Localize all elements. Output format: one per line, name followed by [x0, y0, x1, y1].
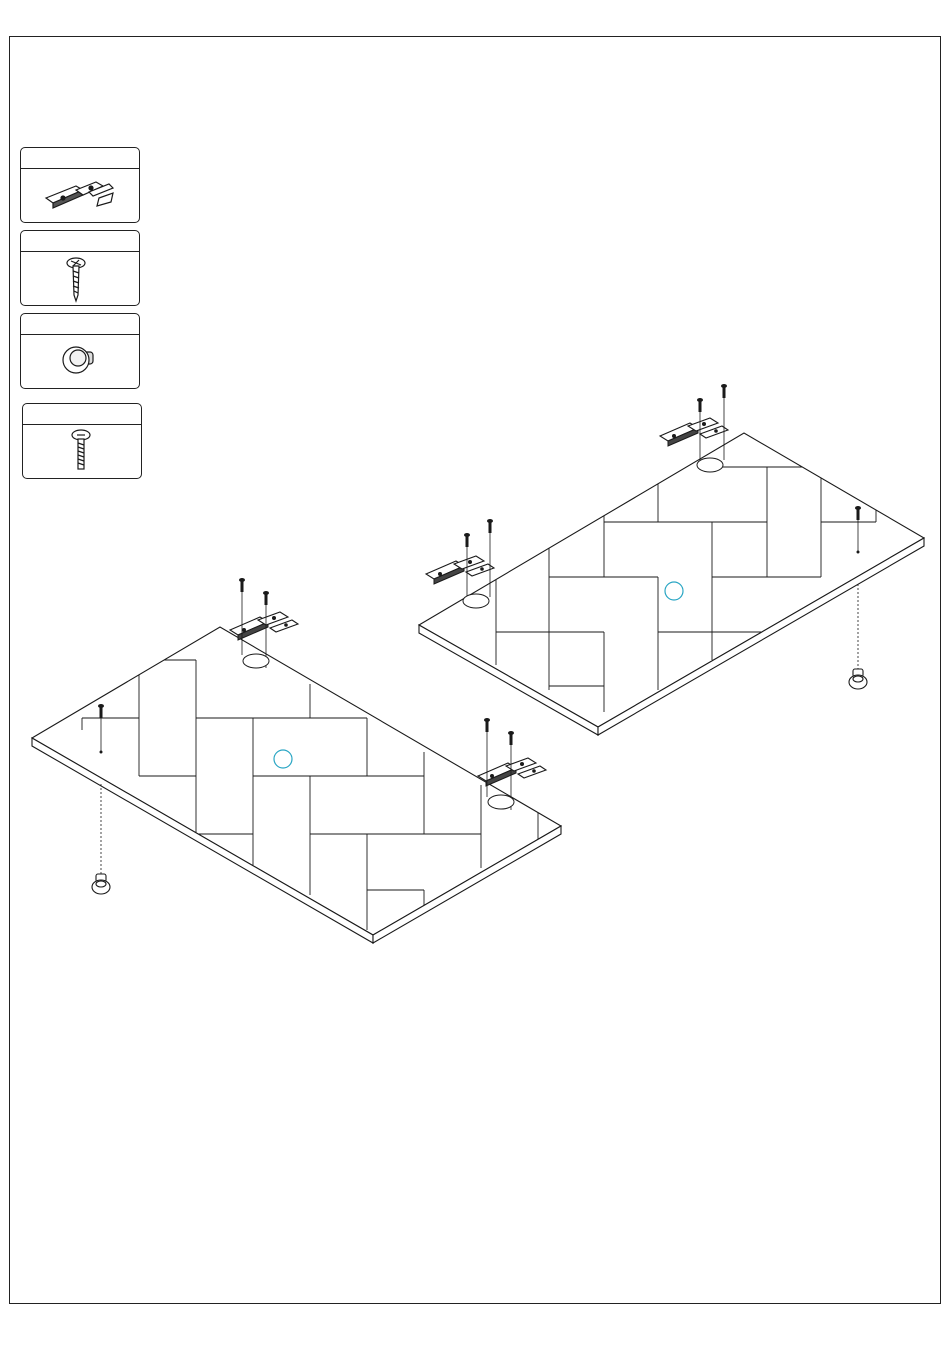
knob-icon [92, 874, 110, 894]
knob-icon [849, 669, 867, 689]
left-door-panel [32, 627, 561, 943]
right-door-panel [419, 433, 924, 735]
